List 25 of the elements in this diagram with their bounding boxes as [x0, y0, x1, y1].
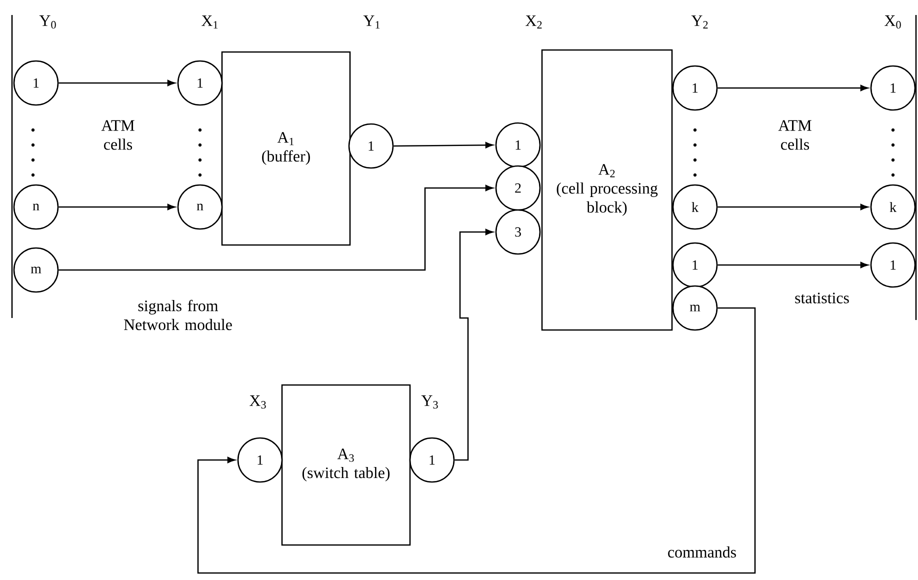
port-label: X$_{1}$ [202, 15, 218, 28]
port-label: X$_{3}$ [250, 395, 266, 409]
port-label: Y$_{2}$ [691, 15, 708, 28]
note-text: statistics [795, 292, 849, 304]
arrow [58, 204, 176, 210]
port-label: X$_{0}$ [884, 15, 901, 29]
note-text: ATM cells [778, 120, 812, 150]
port-label: Y$_{1}$ [363, 15, 380, 28]
arrow [454, 228, 494, 461]
block-box: A$_{2}$ (cell processing block) [541, 49, 673, 331]
port-label: Y$_{3}$ [421, 395, 438, 409]
arrow [718, 204, 868, 210]
arrow [718, 262, 868, 268]
block-box: A$_{1}$ (buffer) [221, 51, 351, 246]
arrow [197, 307, 756, 574]
arrow [394, 142, 494, 148]
note-text: signals from Network module [124, 300, 232, 330]
arrow [58, 184, 494, 271]
note-text: commands [668, 546, 736, 558]
note-text: ATM cells [101, 120, 134, 150]
port-label: X$_{2}$ [526, 15, 542, 28]
port-label: Y$_{0}$ [39, 15, 56, 29]
arrow [58, 80, 176, 86]
block-box: A$_{3}$ (switch table) [281, 384, 411, 546]
arrow [718, 84, 868, 92]
